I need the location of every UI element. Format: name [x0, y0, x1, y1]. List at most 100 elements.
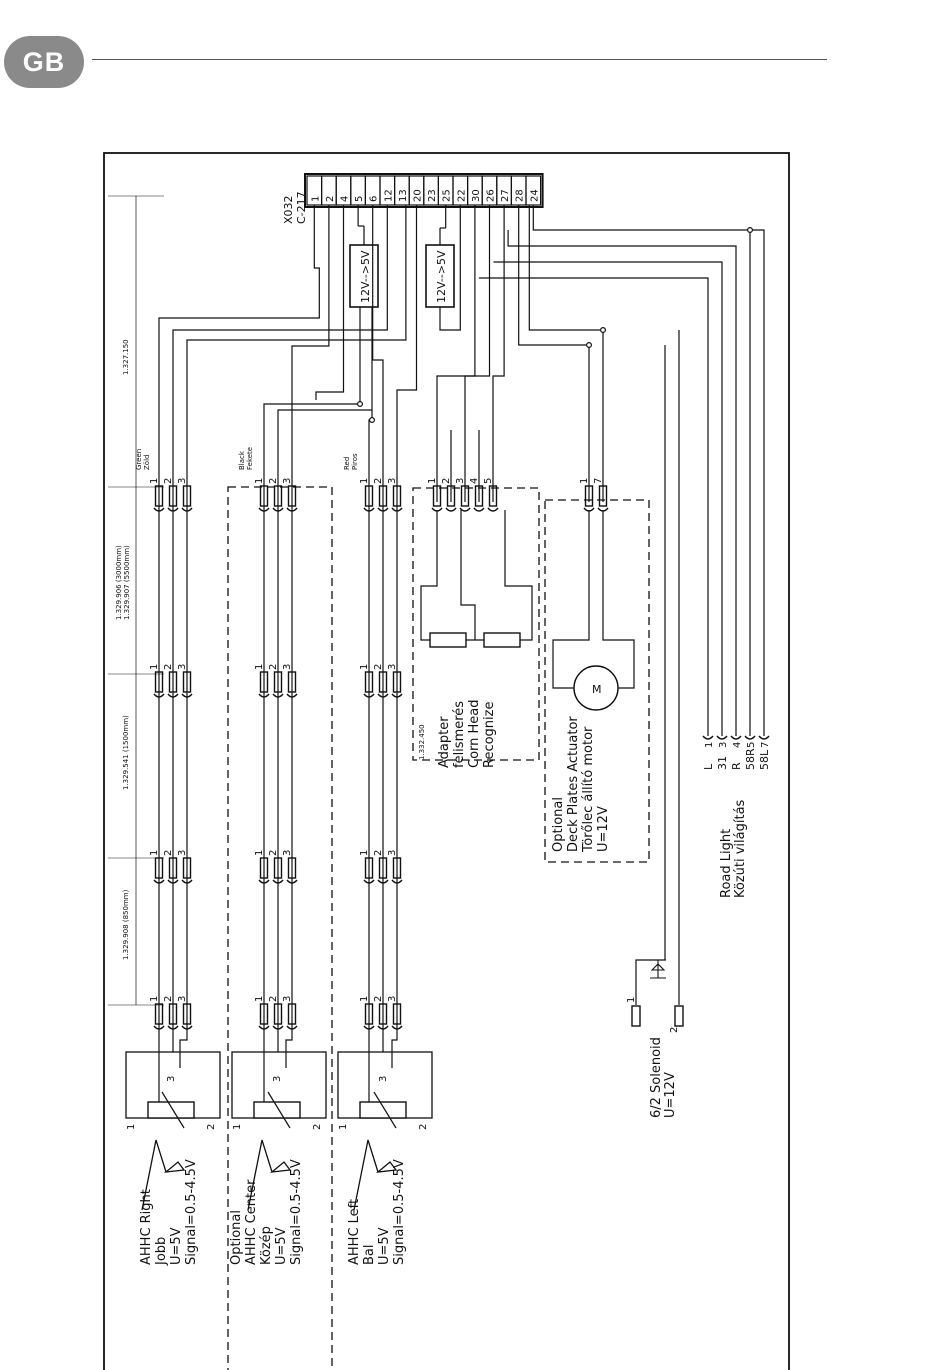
- deck-plates-label: Optional: [551, 797, 566, 852]
- motor-icon: [573, 665, 619, 711]
- connector-pin-number: 13: [398, 189, 409, 202]
- header-rule: [92, 59, 827, 60]
- plug-pin-number: 5: [483, 478, 494, 484]
- sensor-label: Közép: [259, 1226, 274, 1265]
- plug-pin-number: 3: [387, 478, 398, 484]
- connector-pin-number: 12: [383, 189, 394, 202]
- cable-part-number: 1.332.450: [418, 724, 426, 760]
- road-light-pin-label: R: [730, 762, 743, 770]
- plug-pin: [273, 857, 283, 879]
- junction-dot: [357, 401, 364, 408]
- plug-pin: [182, 485, 192, 507]
- connector-pin-number: 28: [515, 189, 526, 202]
- plug-pin: [273, 671, 283, 693]
- wire: [532, 205, 765, 728]
- plug-socket: [272, 879, 284, 884]
- sensor-label: Optional: [229, 1210, 244, 1265]
- cable-part-number: 1.329.906 (3000mm): [115, 545, 123, 620]
- potentiometer-wiper: [161, 1091, 185, 1129]
- connector-pin-number: 4: [340, 196, 351, 202]
- plug-socket: [363, 879, 375, 884]
- plug-pin-number: 7: [593, 478, 604, 484]
- plug-pin: [598, 485, 608, 507]
- resistor: [429, 632, 467, 648]
- road-light-pin-label: 58R: [744, 748, 757, 770]
- plug-pin-number: 2: [373, 664, 384, 670]
- wire: [635, 345, 666, 1005]
- suppressor-diode-icon: [650, 959, 666, 979]
- plug-socket: [181, 879, 193, 884]
- potentiometer-wiper: [267, 1091, 291, 1129]
- sensor-pin-number: 3: [378, 1076, 389, 1082]
- solenoid-pin: [674, 1005, 684, 1027]
- plug-pin-number: 2: [163, 664, 174, 670]
- plug-pin-number: 1: [579, 478, 590, 484]
- sensor-pin-number: 3: [166, 1076, 177, 1082]
- plug-pin-number: 2: [163, 996, 174, 1002]
- adapter-label: Corn Head: [467, 699, 482, 768]
- adapter-wire: [504, 510, 533, 641]
- plug-pin-number: 1: [359, 996, 370, 1002]
- sensor-wire: [179, 1022, 188, 1068]
- sensor-pin-number: 1: [338, 1124, 349, 1130]
- plug-pin-number: 3: [177, 664, 188, 670]
- plug-socket: [181, 693, 193, 698]
- plug-socket: [258, 507, 270, 512]
- sensor-pin-number: 3: [272, 1076, 283, 1082]
- plug-socket: [445, 507, 457, 512]
- plug-pin-number: 2: [268, 850, 279, 856]
- connector-pin-number: 2: [325, 196, 336, 202]
- plug-socket: [391, 879, 403, 884]
- optional-center-box: [227, 486, 333, 1370]
- connector-pin-number: 6: [369, 196, 380, 202]
- plug-pin: [154, 671, 164, 693]
- road-light-pin-number: 3: [718, 742, 729, 748]
- plug-socket: [487, 507, 499, 512]
- plug-pin-number: 2: [268, 996, 279, 1002]
- plug-pin-number: 2: [268, 664, 279, 670]
- plug-pin: [182, 857, 192, 879]
- road-light-pin-number: 1: [704, 742, 715, 748]
- plug-pin-number: 1: [359, 478, 370, 484]
- wire-color-label: Piros: [351, 453, 359, 470]
- plug-pin: [182, 671, 192, 693]
- sensor-label: AHHC Center: [244, 1179, 259, 1265]
- adapter-box: [412, 487, 540, 761]
- sensor-pin-number: 1: [232, 1124, 243, 1130]
- plug-pin: [168, 671, 178, 693]
- wire: [464, 205, 491, 430]
- road-light-socket: [716, 735, 728, 740]
- solenoid-pin-number: 1: [626, 997, 637, 1003]
- road-light-label: Road Light: [719, 829, 734, 898]
- sensor-pin-number: 2: [206, 1124, 217, 1130]
- plug-pin: [392, 485, 402, 507]
- plug-socket: [272, 693, 284, 698]
- solenoid-pin: [631, 1005, 641, 1027]
- wire: [528, 205, 604, 430]
- sensor-wire: [285, 1022, 293, 1068]
- wire: [186, 205, 407, 430]
- deck-plates-label: U=12V: [596, 806, 611, 852]
- converter-label: 12V-->5V: [359, 250, 372, 303]
- height-sensor-arm-icon: [353, 1139, 398, 1211]
- plug-socket: [377, 507, 389, 512]
- road-light-label: Közúti világítás: [733, 799, 748, 898]
- connector-pin-number: 27: [500, 189, 511, 202]
- connector-pin-number: 24: [529, 189, 540, 202]
- road-light-pin-label: 58L: [758, 749, 771, 770]
- plug-pin-number: 3: [455, 478, 466, 484]
- sensor-label: AHHC Right: [139, 1189, 154, 1265]
- potentiometer: [359, 1101, 407, 1119]
- adapter-wire: [460, 510, 476, 640]
- plug-pin: [287, 857, 297, 879]
- plug-socket: [391, 693, 403, 698]
- wire: [372, 205, 384, 430]
- height-sensor-arm-icon: [247, 1139, 292, 1211]
- wire: [315, 205, 345, 400]
- plug-socket: [363, 693, 375, 698]
- plug-socket: [258, 693, 270, 698]
- deck-plates-label: Deck Plates Actuator: [566, 716, 581, 852]
- wire-color-label: Green: [135, 449, 143, 470]
- language-badge: GB: [4, 36, 84, 88]
- plug-pin-number: 1: [149, 478, 160, 484]
